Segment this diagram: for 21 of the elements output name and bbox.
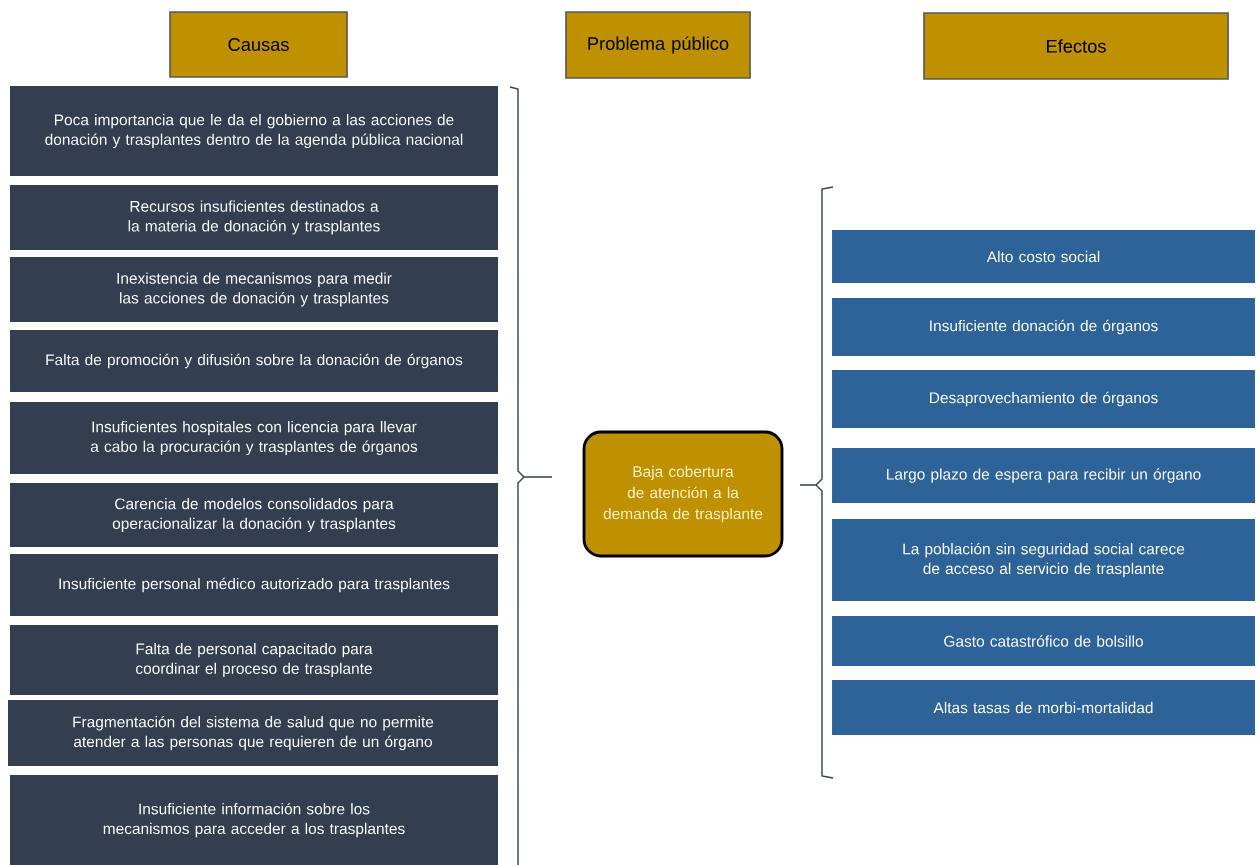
cause-box: Falta de personal capacitado para coordinar el proceso de trasplante <box>10 625 498 695</box>
cause-box: Inexistencia de mecanismos para medir las acciones de donación y trasplantes <box>10 257 498 322</box>
cause-box: Recursos insuficientes destinados a la materia de donación y trasplantes <box>10 185 498 250</box>
effect-box: La población sin seguridad social carece de acceso al servicio de trasplante <box>832 519 1256 601</box>
header-box: Efectos <box>923 12 1229 80</box>
effect-box: Altas tasas de morbi-mortalidad <box>832 680 1256 736</box>
problem-box: Baja cobertura de atención a la demanda de trasplante <box>582 430 784 558</box>
effect-box: Desaprovechamiento de órganos <box>832 370 1256 428</box>
effect-box: Insuficiente donación de órganos <box>832 298 1256 356</box>
cause-box: Insuficiente personal médico autorizado para trasplantes <box>10 554 498 616</box>
effect-box: Largo plazo de espera para recibir un órgano <box>832 448 1256 503</box>
cause-box: Poca importancia que le da el gobierno a las acciones de donación y trasplantes dentro de la agenda pública nacional <box>10 86 498 176</box>
header-box: Causas <box>169 11 348 78</box>
cause-box: Falta de promoción y difusión sobre la donación de órganos <box>10 330 498 392</box>
cause-box: Fragmentación del sistema de salud que no permite atender a las personas que requieren de un órgano <box>8 700 498 766</box>
cause-box: Insuficientes hospitales con licencia para llevar a cabo la procuración y trasplantes de órganos <box>10 402 498 474</box>
effect-box: Gasto catastrófico de bolsillo <box>832 616 1256 666</box>
cause-box: Carencia de modelos consolidados para operacionalizar la donación y trasplantes <box>10 483 498 547</box>
effect-box: Alto costo social <box>832 230 1256 283</box>
cause-box: Insuficiente información sobre los mecanismos para acceder a los trasplantes <box>10 775 498 865</box>
header-box: Problema público <box>565 11 751 79</box>
